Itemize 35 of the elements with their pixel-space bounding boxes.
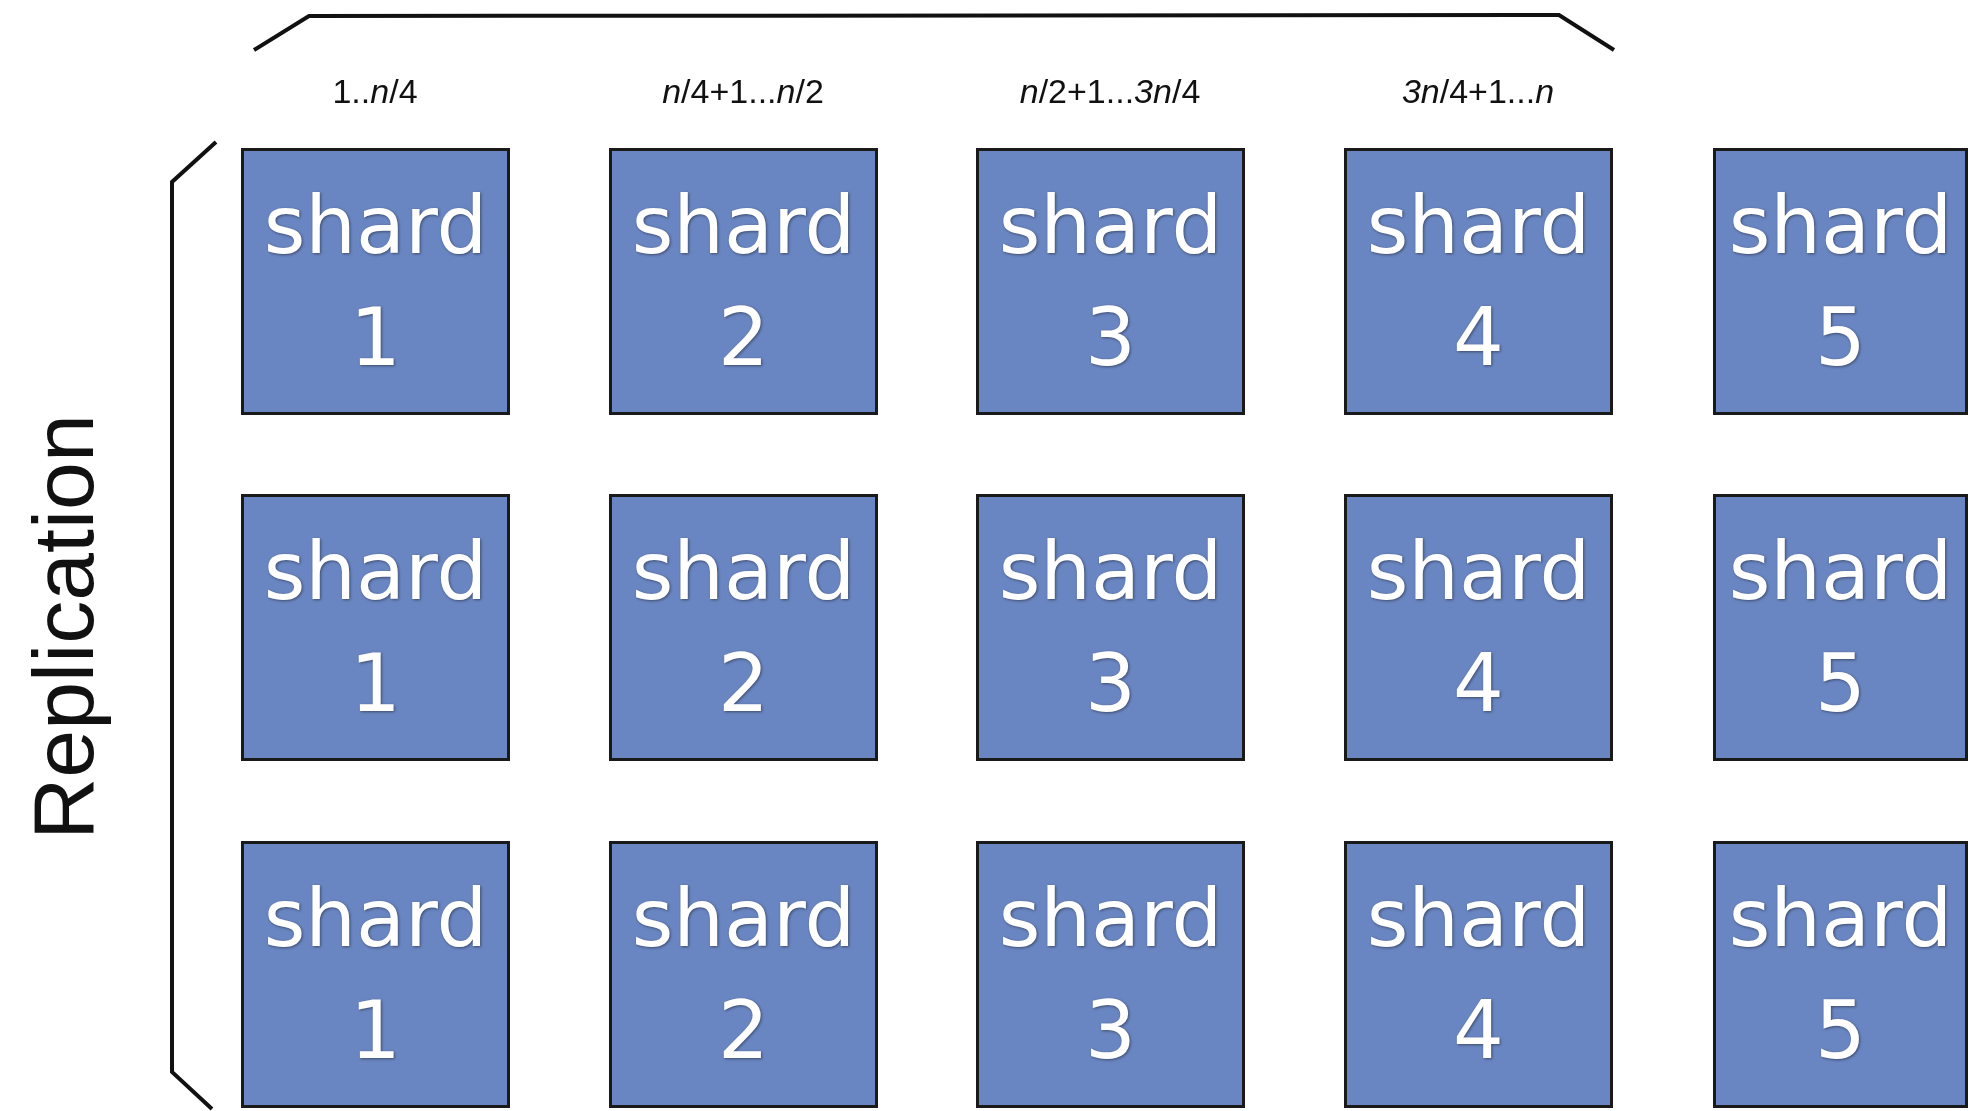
- shard-box: [1344, 148, 1613, 415]
- shard-label: shard 1: [262, 523, 489, 732]
- shard-box: [1713, 148, 1968, 415]
- shard-box: [241, 148, 510, 415]
- shard-label: shard 4: [1365, 177, 1592, 386]
- range-label: n/2+1...3n/4: [1019, 72, 1201, 111]
- shard-box: [1713, 841, 1968, 1108]
- shard-box: [1344, 494, 1613, 761]
- shard-label: shard 5: [1727, 523, 1954, 732]
- shard-label: shard 2: [630, 870, 857, 1079]
- shard-label: shard 5: [1727, 870, 1954, 1079]
- shard-label: shard 4: [1365, 870, 1592, 1079]
- range-label: 3n/4+1...n: [1401, 72, 1555, 111]
- shard-box: [1713, 494, 1968, 761]
- shard-box: [241, 494, 510, 761]
- shard-box: [609, 494, 878, 761]
- shard-box: [976, 841, 1245, 1108]
- range-label: 1..n/4: [332, 72, 418, 111]
- shard-label: shard 3: [997, 523, 1224, 732]
- shard-box: [609, 841, 878, 1108]
- shard-box: [241, 841, 510, 1108]
- range-label: n/4+1...n/2: [662, 72, 824, 111]
- shard-label: shard 2: [630, 177, 857, 386]
- shard-label: shard 1: [262, 177, 489, 386]
- shard-label: shard 3: [997, 177, 1224, 386]
- shard-label: shard 5: [1727, 177, 1954, 386]
- shard-box: [976, 494, 1245, 761]
- shard-label: shard 1: [262, 870, 489, 1079]
- shard-label: shard 2: [630, 523, 857, 732]
- shard-box: [1344, 841, 1613, 1108]
- axis-title: Replication: [13, 414, 112, 840]
- shard-box: [976, 148, 1245, 415]
- shard-label: shard 3: [997, 870, 1224, 1079]
- shard-label: shard 4: [1365, 523, 1592, 732]
- shard-box: [609, 148, 878, 415]
